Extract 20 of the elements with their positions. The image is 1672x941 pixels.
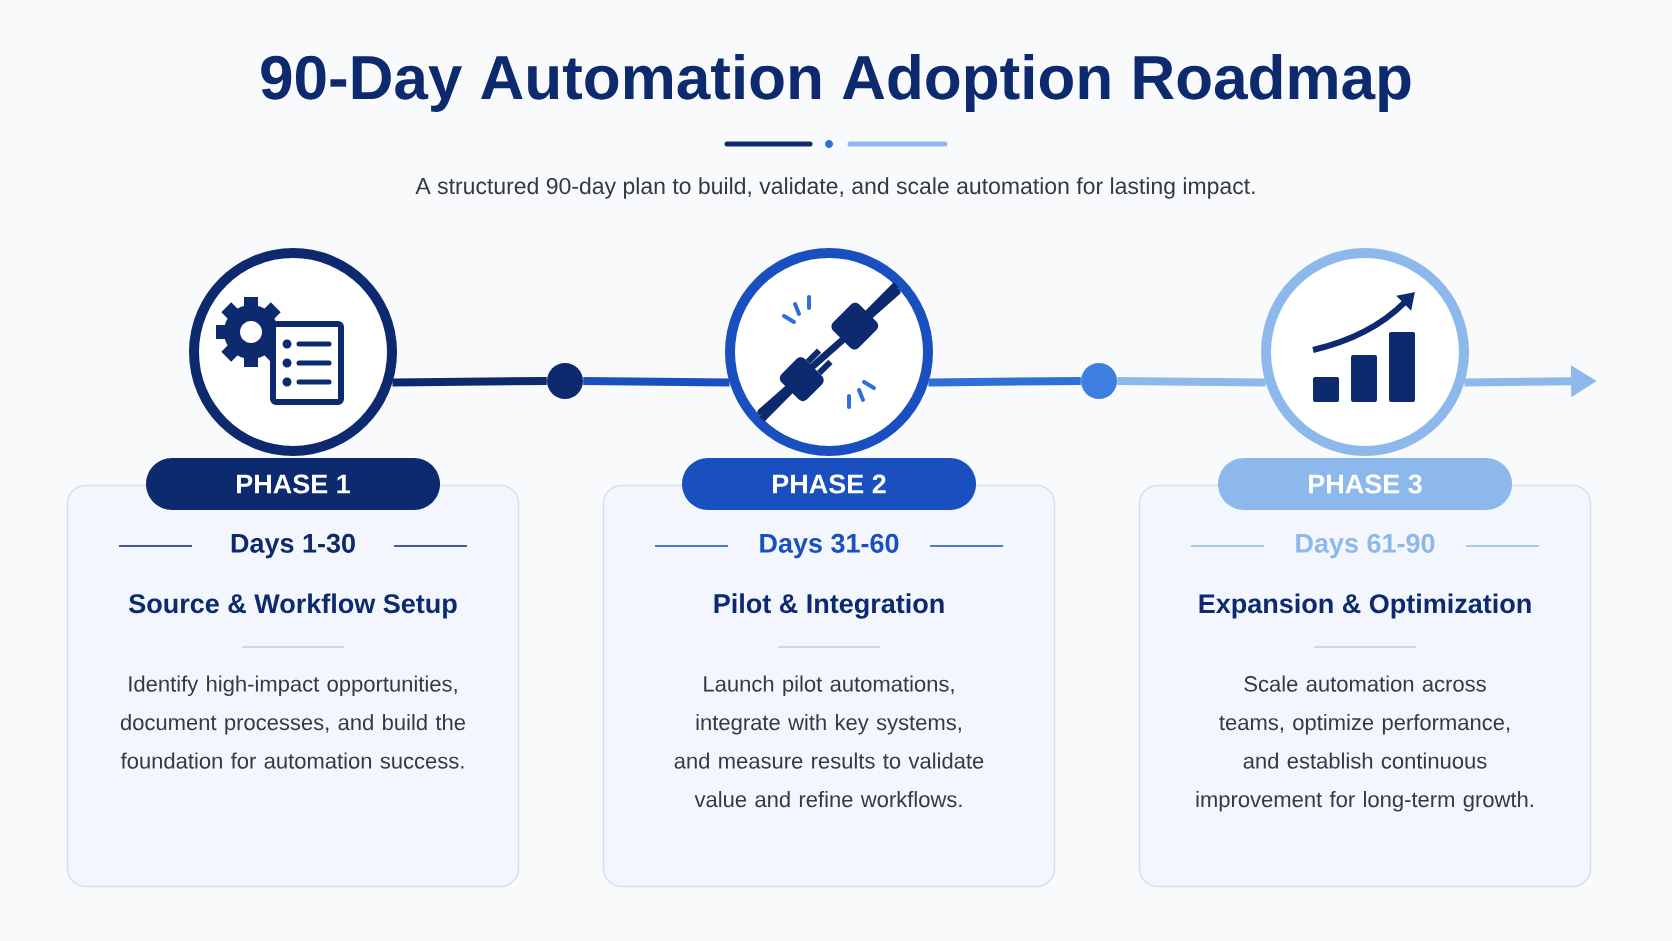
phase-badge: PHASE 3 <box>1218 458 1512 510</box>
icon-circle <box>725 248 933 456</box>
phase-card <box>66 458 520 888</box>
card-description: Scale automation across teams, optimize performance, and establish continuous improvement for long-term growth. <box>1196 675 1533 812</box>
card-heading: Pilot & Integration <box>714 593 944 619</box>
days-label: Days 61-90 <box>1296 533 1435 559</box>
card-description: Launch pilot automations, integrate with key systems, and measure results to validate value and refine workflows. <box>674 675 984 808</box>
subtitle: A structured 90-day plan to build, validate, and scale automation for lasting impact. <box>415 177 1255 199</box>
timeline-dot <box>1081 363 1117 399</box>
days-label: Days 1-30 <box>231 533 355 559</box>
phase-card <box>602 458 1056 888</box>
phase-card <box>1138 458 1592 888</box>
timeline-dot <box>547 363 583 399</box>
days-label: Days 31-60 <box>760 533 899 559</box>
title: 90-Day Automation Adoption Roadmap <box>261 54 1411 112</box>
phase-badge: PHASE 1 <box>146 458 440 510</box>
phase-badge: PHASE 2 <box>682 458 976 510</box>
card-heading: Source & Workflow Setup <box>129 593 457 619</box>
card-heading: Expansion & Optimization <box>1199 593 1531 619</box>
card-description: Identify high-impact opportunities, document processes, and build the foundation for automation success. <box>120 675 466 769</box>
